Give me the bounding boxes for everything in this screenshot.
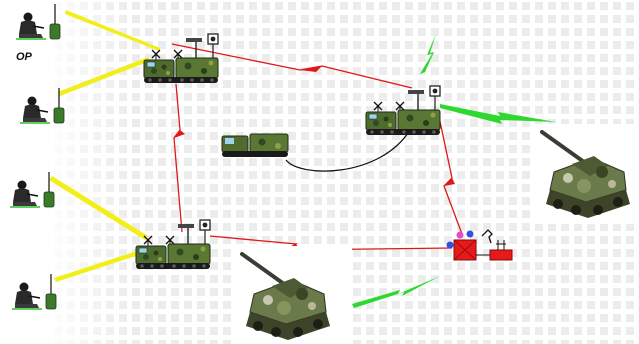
transport-vehicle[interactable] (221, 133, 289, 157)
observation-post-label: OP (16, 51, 32, 63)
howitzer-bottom[interactable] (230, 244, 354, 344)
soldier-link-3 (49, 176, 148, 240)
soldier-link-2 (58, 57, 150, 96)
fire-link-howitzer-bottom (352, 276, 440, 308)
fire-link-relay (420, 34, 436, 74)
howitzer-right[interactable] (530, 122, 639, 226)
cable-link (285, 129, 411, 172)
soldier-link-4 (54, 250, 142, 282)
soldier-link-1 (65, 10, 160, 51)
fire-control-unit[interactable] (446, 229, 513, 261)
fire-link-howitzer-right (440, 104, 556, 124)
soldier-links (49, 10, 160, 282)
fire-links (352, 34, 556, 308)
